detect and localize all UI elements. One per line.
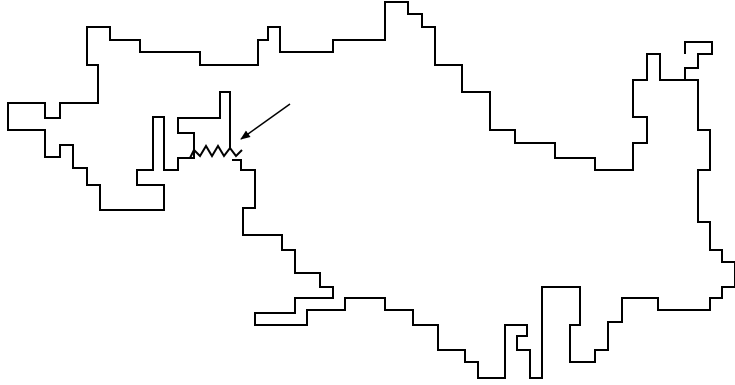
- rectilinear-blob-outline: [8, 2, 735, 378]
- pointer-arrow: [241, 104, 290, 139]
- zigzag-break-mark: [190, 146, 242, 158]
- top-right-notch: [685, 42, 712, 80]
